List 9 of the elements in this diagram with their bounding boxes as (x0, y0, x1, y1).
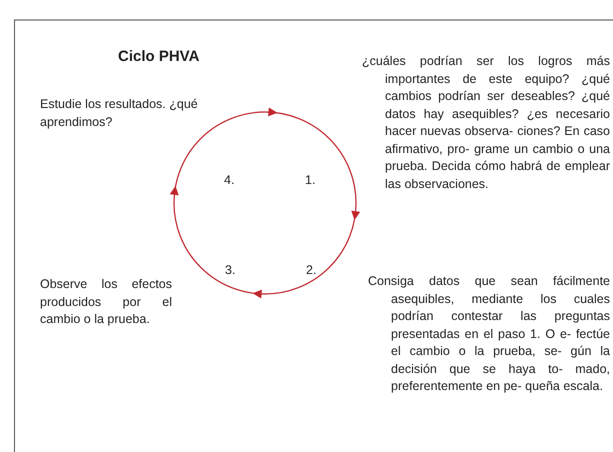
step-number: 3. (225, 262, 236, 279)
step-description: Consiga datos que sean fácilmente asequibles, mediante los cuales podrían contestar las preguntas presentadas en el paso 1. O e- fectúe el cambio o la prueba, se- gún la decisión que se haya to- mado, preferentemente en pe- queña escala. (368, 273, 610, 395)
step-description: Estudie los resultados. ¿qué aprendimos? (40, 96, 199, 131)
diagram-title: Ciclo PHVA (118, 48, 200, 65)
step-number: 2. (306, 262, 318, 279)
step-description: ¿cuáles podrían ser los logros más importantes de este equipo? ¿qué cambios podrían ser deseables? ¿qué datos hay asequibles? ¿es necesario hacer nuevas observa- ciones? En caso afirmativo, pro- grame un cambio o una prueba. Decida cómo habrá de emplear las observaciones. (362, 53, 610, 192)
step-number: 4. (224, 172, 236, 189)
step-number: 1. (305, 172, 316, 189)
step-description: Observe los efectos producidos por el cambio o la prueba. (40, 276, 172, 328)
